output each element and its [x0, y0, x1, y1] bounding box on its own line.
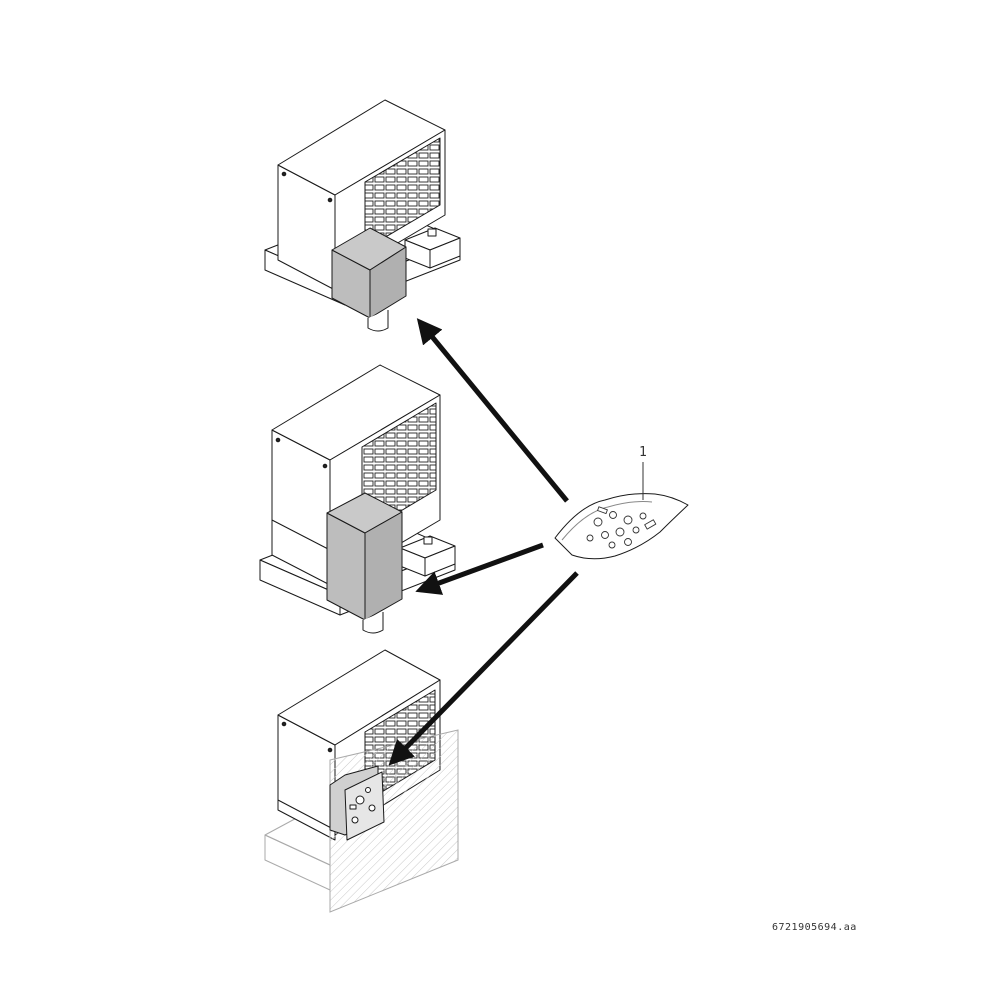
arrows: [388, 318, 579, 766]
heat-pump-unit-middle-icon: [259, 364, 456, 634]
arrow-to-top-unit-icon: [416, 318, 569, 503]
fastener-kit-bag-icon: [554, 462, 689, 560]
wall-bracket-icon: [329, 765, 385, 841]
drawing-code: 6721905694.aa: [772, 922, 857, 933]
arrow-to-bottom-unit-icon: [388, 571, 579, 766]
arrow-to-middle-unit-icon: [415, 542, 544, 595]
heat-pump-unit-top-icon: [264, 99, 461, 332]
callout-label: 1: [639, 445, 647, 460]
